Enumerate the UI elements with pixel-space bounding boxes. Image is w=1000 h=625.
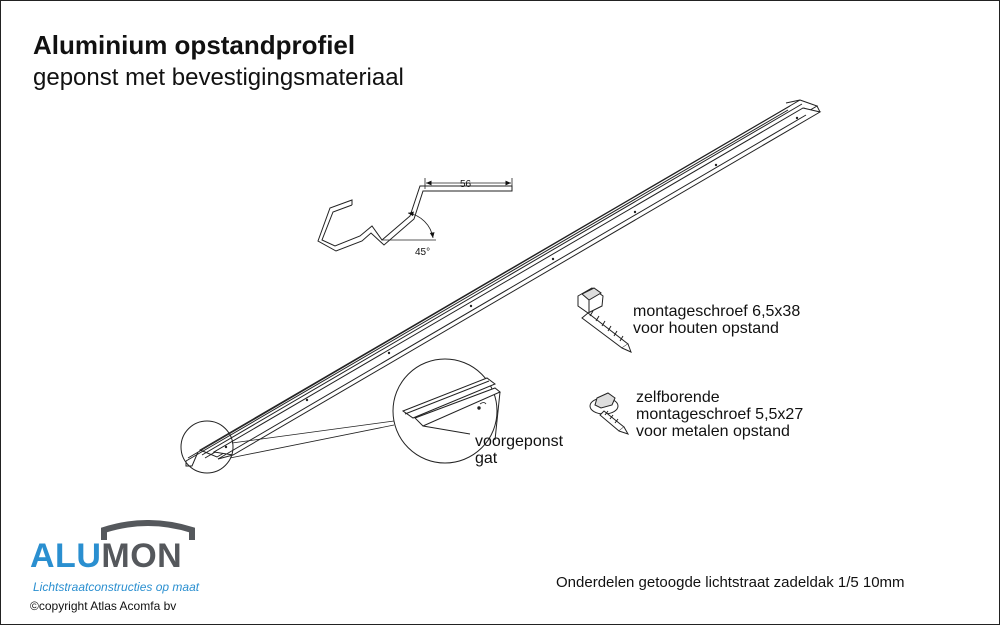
detail-line1: voorgeponst: [475, 433, 564, 450]
copyright: ©copyright Atlas Acomfa bv: [30, 599, 177, 613]
angle-45: [382, 211, 436, 241]
detail-profile: [401, 377, 501, 441]
logo-tagline: Lichtstraatconstructies op maat: [33, 580, 200, 594]
screw-wood-line2: voor houten opstand: [633, 320, 779, 337]
logo-part-alu: ALU: [30, 537, 102, 575]
screw-metal-label: zelfborende montageschroef 5,5x27 voor m…: [636, 389, 803, 440]
punched-holes: [224, 116, 799, 449]
profile-isometric: [185, 99, 822, 467]
screw-metal-illustration: [589, 392, 630, 435]
screw-wood-line1: montageschroef 6,5x38: [633, 303, 801, 320]
dimension-56-label: 56: [460, 179, 472, 190]
screw-metal-line3: voor metalen opstand: [636, 423, 790, 440]
screw-wood-illustration: [577, 287, 632, 353]
profile-cross-section: [317, 185, 513, 252]
angle-45-label: 45°: [415, 247, 430, 258]
detail-line2: gat: [475, 450, 498, 467]
page-title: Aluminium opstandprofiel: [33, 30, 356, 60]
logo-arch-icon: [101, 520, 195, 540]
screw-wood-label: montageschroef 6,5x38 voor houten opstan…: [633, 303, 800, 337]
page-subtitle: geponst met bevestigingsmateriaal: [33, 64, 404, 91]
footer-caption: Onderdelen getoogde lichtstraat zadeldak…: [556, 574, 905, 591]
screw-metal-line2: montageschroef 5,5x27: [636, 406, 804, 423]
dimension-56: [424, 178, 513, 189]
detail-label: voorgeponst gat: [475, 433, 563, 467]
detail-small-circle: [180, 420, 234, 474]
logo-part-mon: MON: [101, 537, 183, 575]
screw-metal-line1: zelfborende: [636, 389, 720, 406]
logo-wordmark: ALUMON: [30, 537, 182, 576]
